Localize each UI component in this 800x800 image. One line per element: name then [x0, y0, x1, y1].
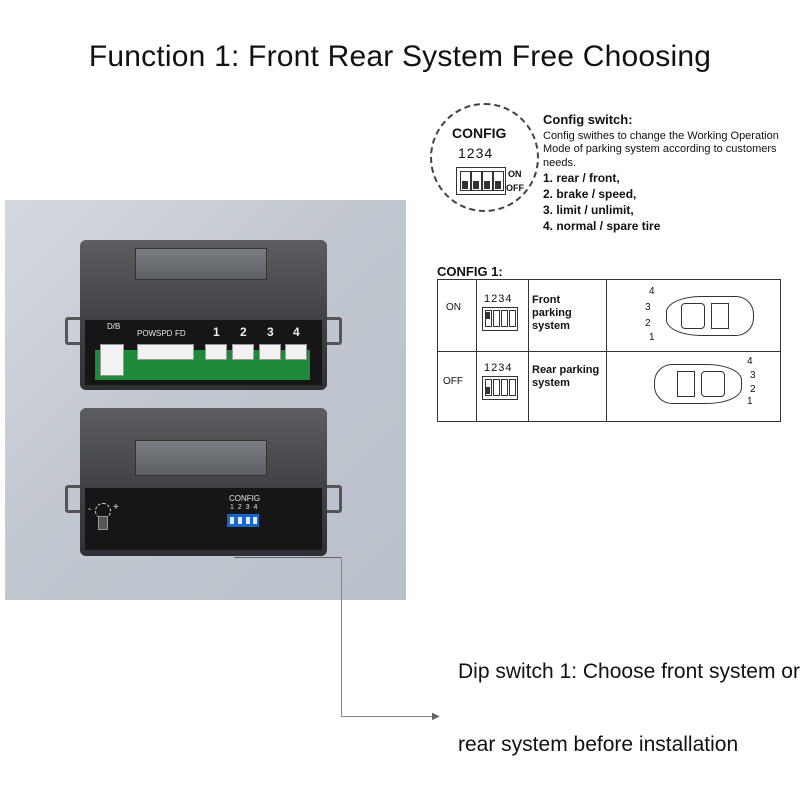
config-badge-word: CONFIG — [452, 125, 507, 141]
caption-line-2: rear system before installation — [458, 733, 739, 756]
port-label-2: 2 — [240, 325, 247, 339]
dip-switch-photo — [227, 514, 259, 527]
config-item-2: 2. brake / speed, — [543, 187, 637, 201]
power-speed-connector — [137, 344, 194, 360]
volume-knob — [98, 516, 108, 530]
config1-table: ON 1234 Front parking system 4 3 2 1 OFF… — [437, 279, 781, 422]
port-label-1: 1 — [213, 325, 220, 339]
port-label-4: 4 — [293, 325, 300, 339]
dip-numbers-photo: 1 2 3 4 — [230, 504, 259, 511]
caption-line-1: Dip switch 1: Choose front system or — [458, 660, 800, 683]
sensor-port-4 — [285, 344, 307, 360]
pow-label: POW — [137, 329, 157, 338]
rear-sensor-3: 3 — [750, 370, 756, 381]
unit-window — [135, 248, 267, 280]
on-label: ON — [508, 169, 522, 179]
sensor-port-1 — [205, 344, 227, 360]
front-sensor-2: 2 — [645, 318, 651, 329]
config-item-1: 1. rear / front, — [543, 171, 620, 185]
config-desc-text: Config swithes to change the Working Ope… — [543, 129, 779, 169]
product-photo: D/B POW SPD FD 1 2 3 4 - + CONFIG 1 2 3 … — [5, 200, 406, 600]
unit-window-lower — [135, 440, 267, 476]
control-unit-top: D/B POW SPD FD 1 2 3 4 — [80, 240, 327, 390]
config-badge: CONFIG 1234 ON OFF — [430, 103, 539, 212]
sensor-port-2 — [232, 344, 254, 360]
connector-panel: D/B POW SPD FD 1 2 3 4 — [85, 320, 322, 385]
sensor-port-3 — [259, 344, 281, 360]
config-item-3: 3. limit / unlimit, — [543, 203, 634, 217]
config1-heading: CONFIG 1: — [437, 264, 503, 279]
front-sensor-4: 4 — [649, 286, 655, 297]
row-off-dip — [482, 376, 518, 400]
row-on-state: ON — [446, 302, 461, 313]
arrow-head-icon: ▶ — [432, 711, 440, 722]
leader-line-horizontal — [341, 716, 436, 717]
leader-line-vertical — [341, 557, 342, 717]
volume-minus: - — [88, 504, 92, 515]
fd-label: FD — [175, 329, 186, 338]
rear-sensor-2: 2 — [750, 384, 756, 395]
rear-sensor-4: 4 — [747, 356, 753, 367]
row-on-dip — [482, 307, 518, 331]
rear-sensor-1: 1 — [747, 396, 753, 407]
row-on-mode: Front parking system — [532, 294, 572, 332]
config-heading: Config switch: — [543, 112, 633, 127]
off-label: OFF — [506, 183, 524, 193]
volume-knob-icon — [95, 503, 111, 519]
row-off-mode: Rear parking system — [532, 364, 600, 389]
config-badge-numbers: 1234 — [458, 145, 494, 161]
db-connector — [100, 344, 124, 376]
port-label-3: 3 — [267, 325, 274, 339]
control-unit-bottom: - + CONFIG 1 2 3 4 — [80, 408, 327, 556]
config-description: Config switch: Config swithes to change … — [543, 113, 800, 234]
bottom-panel: - + CONFIG 1 2 3 4 — [85, 488, 322, 550]
car-top-view-rear — [654, 364, 742, 404]
front-sensor-1: 1 — [649, 332, 655, 343]
car-top-view-front — [666, 296, 754, 336]
config-label-photo: CONFIG — [229, 494, 261, 503]
volume-plus: + — [113, 502, 119, 513]
front-sensor-3: 3 — [645, 302, 651, 313]
dip-switch-diagram — [456, 167, 506, 195]
leader-line — [234, 557, 342, 558]
row-off-numbers: 1234 — [484, 362, 513, 374]
config-item-4: 4. normal / spare tire — [543, 219, 661, 233]
row-off-state: OFF — [443, 376, 463, 387]
row-on-numbers: 1234 — [484, 293, 513, 305]
spd-label: SPD — [156, 329, 173, 338]
page-title: Function 1: Front Rear System Free Choos… — [88, 40, 712, 73]
db-label: D/B — [107, 322, 121, 331]
